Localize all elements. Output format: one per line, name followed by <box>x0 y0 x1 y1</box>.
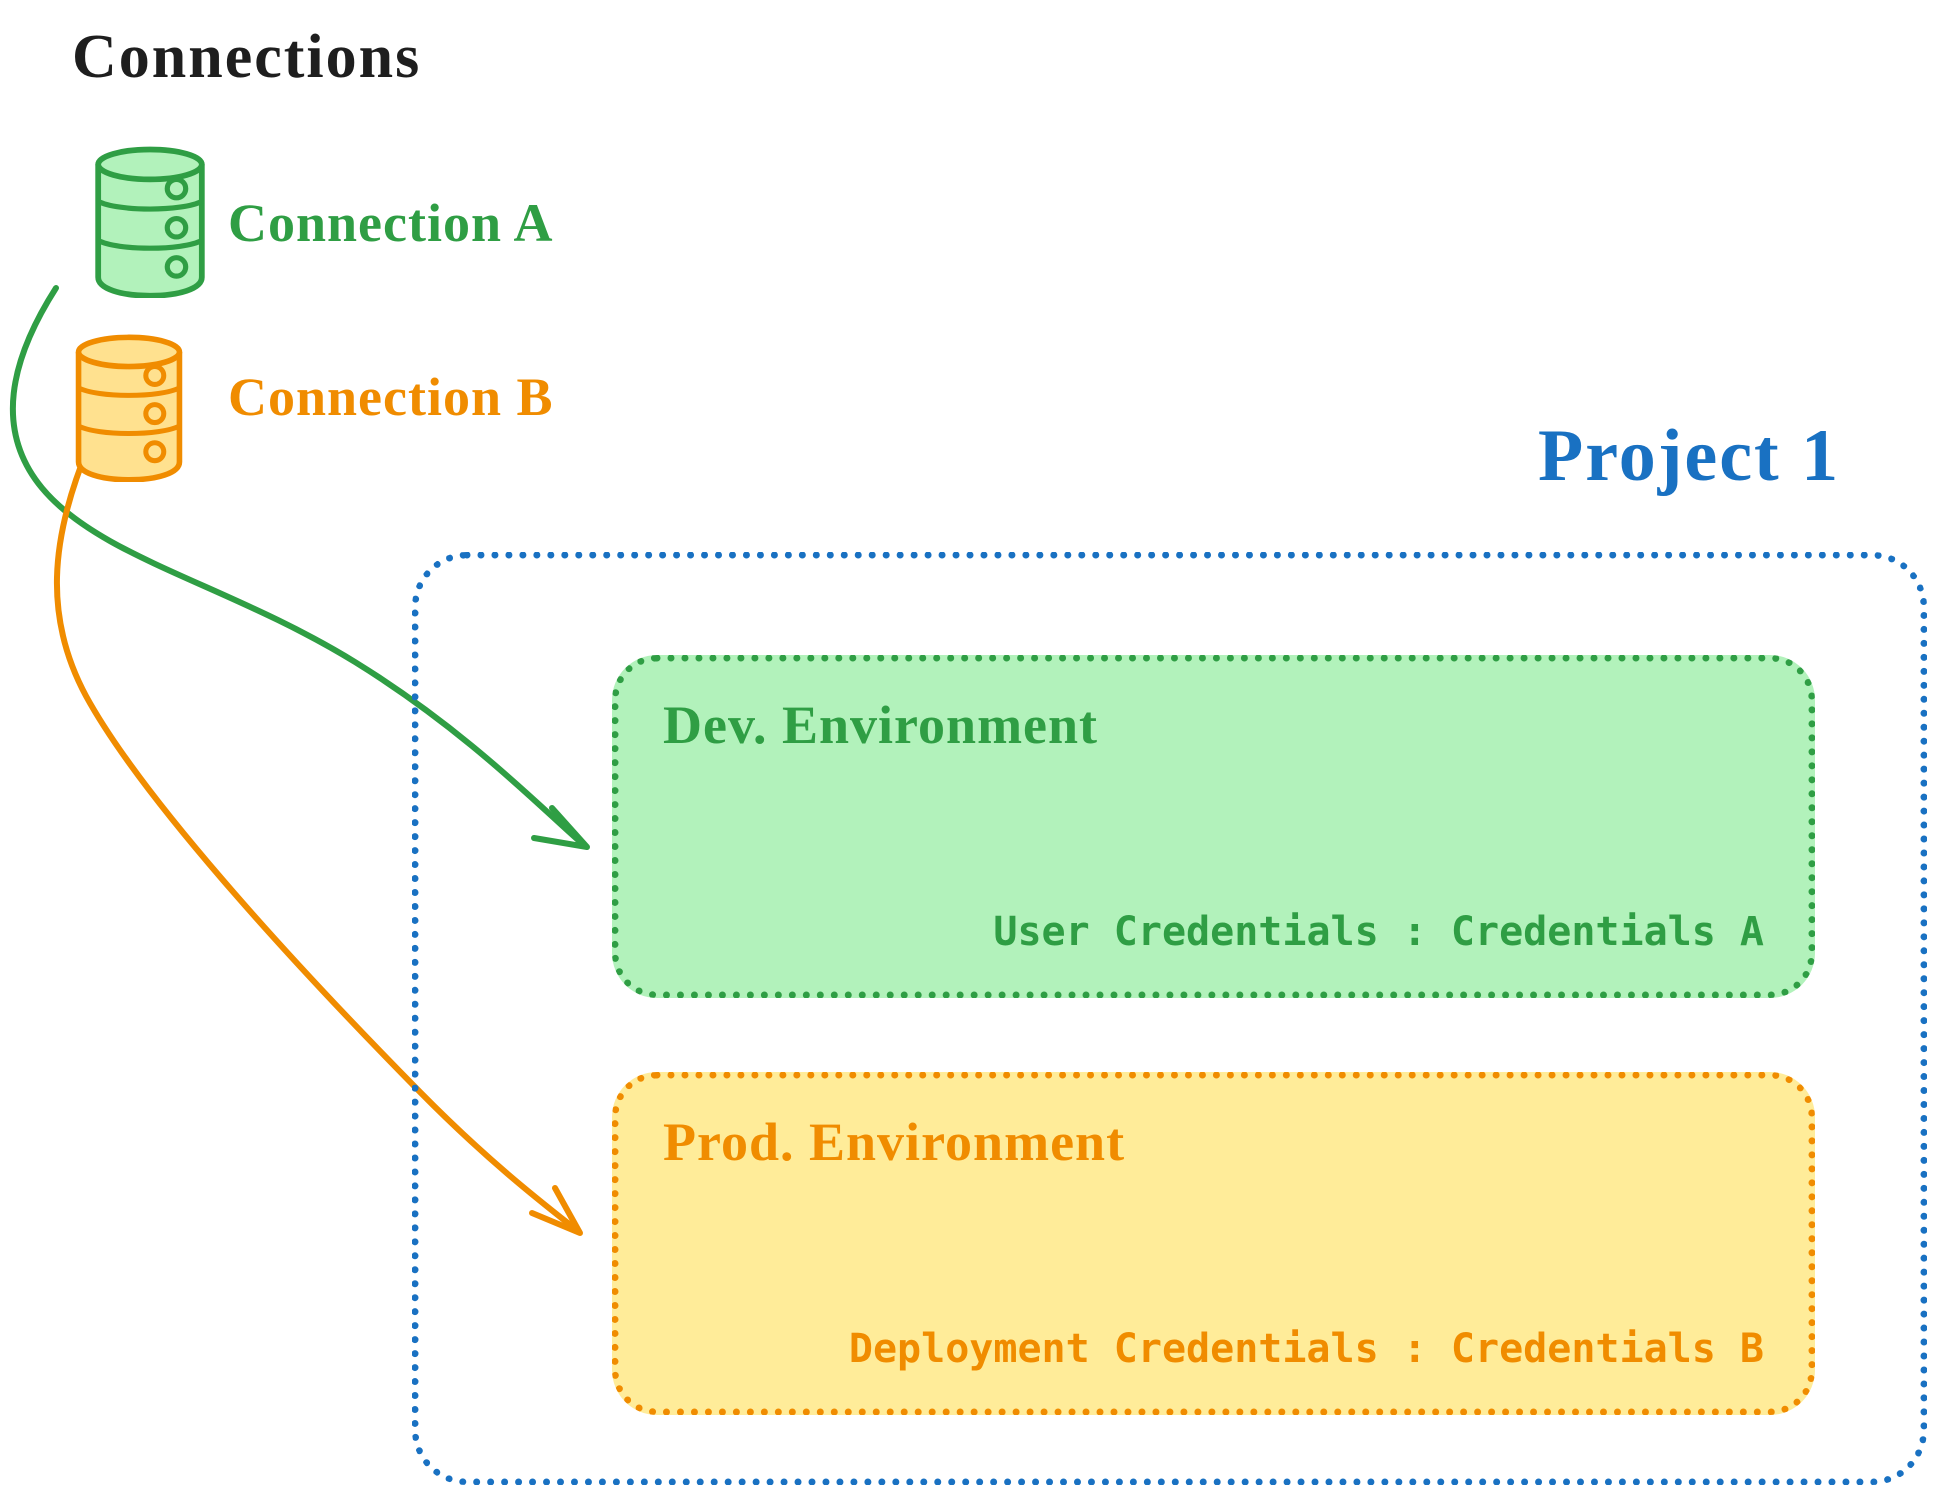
database-icon <box>75 334 183 482</box>
prod-environment-box: Prod. Environment Deployment Credentials… <box>612 1072 1815 1415</box>
dev-environment-credentials: User Credentials : Credentials A <box>993 909 1764 955</box>
database-icon <box>95 146 205 298</box>
project-1-container <box>412 552 1927 1485</box>
prod-environment-title: Prod. Environment <box>663 1112 1126 1172</box>
dev-environment-box: Dev. Environment User Credentials : Cred… <box>612 655 1815 998</box>
project-title: Project 1 <box>1538 415 1841 497</box>
dev-environment-title: Dev. Environment <box>663 695 1099 755</box>
connection-a-label: Connection A <box>228 193 554 253</box>
prod-environment-credentials: Deployment Credentials : Credentials B <box>848 1326 1764 1372</box>
diagram-title: Connections <box>72 23 422 91</box>
connection-b-label: Connection B <box>228 367 554 427</box>
